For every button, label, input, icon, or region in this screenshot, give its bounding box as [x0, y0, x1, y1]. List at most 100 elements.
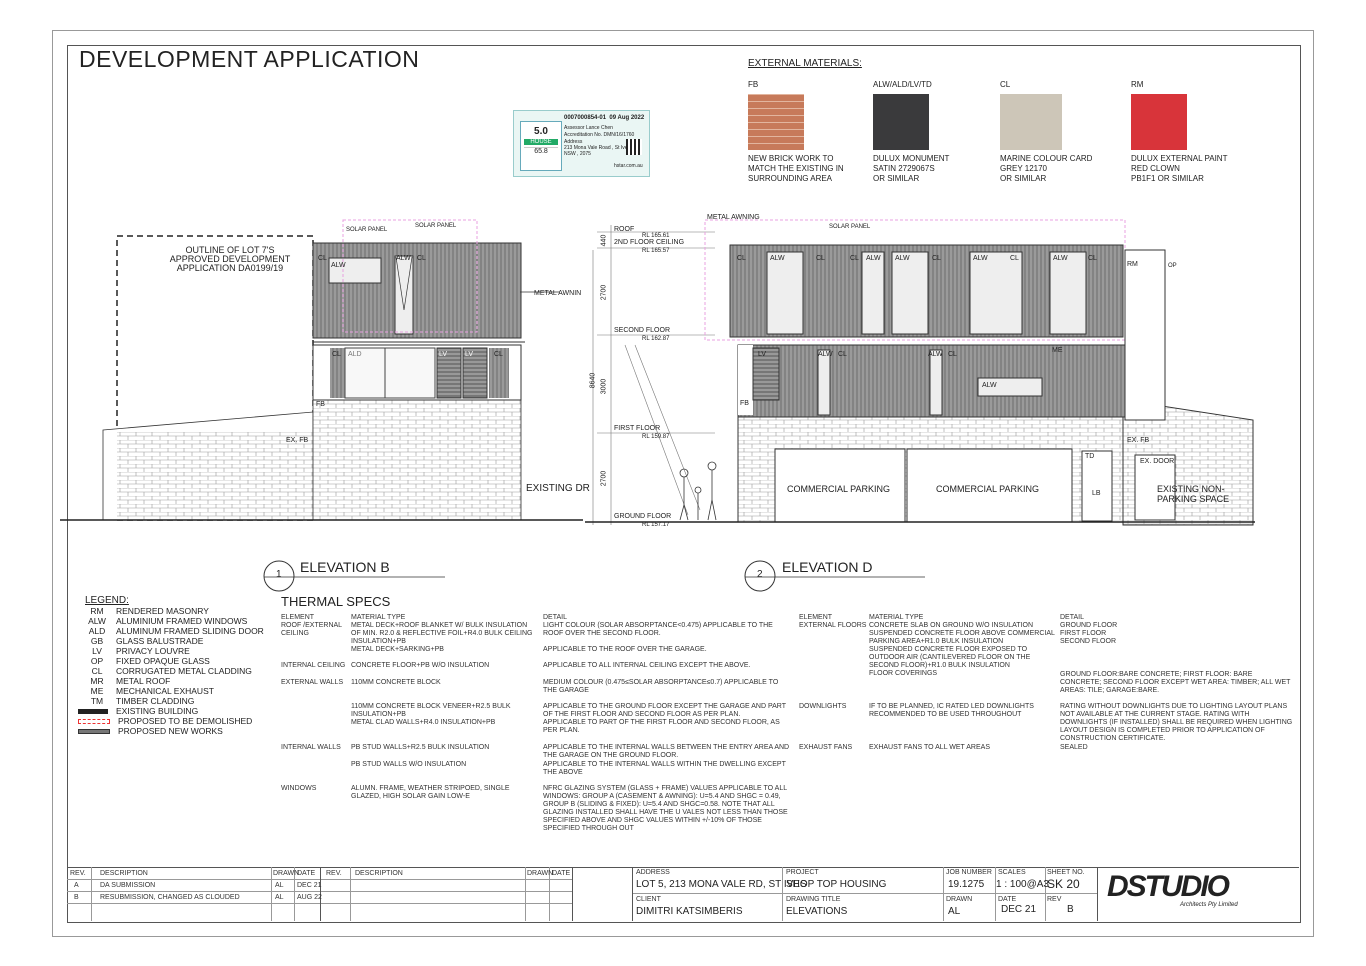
thermal-element: WINDOWS [281, 785, 317, 792]
thermal-detail: APPLICABLE TO THE ROOF OVER THE GARAGE. [543, 646, 707, 653]
thermal-detail: NFRC GLAZING SYSTEM (GLASS + FRAME) VALU… [543, 785, 788, 832]
solar-panel-label: SOLAR PANEL [346, 227, 388, 233]
thermal-material: EXHAUST FANS TO ALL WET AREAS [869, 744, 990, 751]
rm-label: RM [1127, 261, 1138, 268]
rev-b-drawn: AL [275, 894, 284, 901]
alw-label: ALW [770, 255, 785, 262]
metal-awning-label: METAL AWNING [707, 214, 760, 221]
thermal-detail: SEALED [1060, 744, 1088, 751]
legend-heading: LEGEND: [85, 595, 129, 606]
nathers-badge: 5.0 HOUSE 65.8 0007000854-01 09 Aug 2022… [513, 110, 650, 177]
alw-label: ALW [866, 255, 881, 262]
rev-header: REV. [326, 870, 342, 877]
rev-b-date: AUG 22 [297, 894, 322, 901]
thermal-material: CONCRETE FLOOR+PB W/O INSULATION [351, 662, 490, 669]
level-second: SECOND FLOOR [614, 327, 671, 334]
thermal-detail: APPLICABLE TO PART OF THE FIRST FLOOR AN… [543, 719, 780, 734]
alw-label: ALW [928, 351, 943, 358]
legend-symbol: EXISTING BUILDING [78, 706, 198, 716]
cl-label: CL [1010, 255, 1019, 262]
cl-label: CL [332, 351, 341, 358]
commercial-parking-label: COMMERCIAL PARKING [787, 484, 891, 494]
cl-label: CL [318, 255, 327, 262]
existing-parking-label: EXISTING NON-PARKING SPACE [1157, 484, 1230, 504]
thermal-detail: LIGHT COLOUR (SOLAR ABSORPTANCE<0.475) A… [543, 622, 773, 637]
badge-site: hstar.com.au [614, 163, 643, 169]
exfb-label: EX. FB [1127, 437, 1150, 444]
solar-panel-label: SOLAR PANEL [415, 223, 457, 229]
rev-header: REV. [70, 870, 86, 877]
col-detail: DETAIL [1060, 614, 1084, 621]
level-ground: GROUND FLOOR [614, 513, 672, 520]
drawn-value: AL [948, 906, 961, 917]
thermal-detail: GROUND FLOOR:BARE CONCRETE; FIRST FLOOR:… [1060, 671, 1291, 694]
drawn-header: DRAWN [273, 870, 300, 877]
dim-2700: 2700 [600, 470, 608, 487]
thermal-material: 110MM CONCRETE BLOCK [351, 679, 441, 686]
date-value: DEC 21 [1001, 904, 1037, 915]
rl-ground: RL 157.17 [642, 522, 670, 528]
thermal-detail: MEDIUM COLOUR (0.475≤SOLAR ABSORPTANCE≤0… [543, 679, 779, 694]
level-markers [592, 225, 715, 525]
alw-label: ALW [396, 255, 411, 262]
project-label: PROJECT [786, 869, 819, 876]
rl-ceiling: RL 165.57 [642, 248, 670, 254]
metal-awning-label: METAL AWNIN [534, 290, 582, 297]
elevation-d-circle [744, 560, 776, 592]
me-label: ME [1052, 347, 1063, 354]
cl-label: CL [417, 255, 426, 262]
people-silhouettes [679, 461, 717, 521]
rev-a-date: DEC 21 [297, 882, 322, 889]
rev-a-desc: DA SUBMISSION [100, 882, 156, 889]
cl-label: CL [932, 255, 941, 262]
thermal-material: 110MM CONCRETE BLOCK VENEER+R2.5 BULK IN… [351, 703, 511, 718]
solar-panel-label: SOLAR PANEL [829, 224, 871, 230]
dim-8640: 8640 [589, 372, 597, 389]
op-label: OP [1168, 263, 1177, 269]
level-ceiling: 2ND FLOOR CEILING [614, 239, 685, 246]
cl-label: CL [494, 351, 503, 358]
thermal-heading: THERMAL SPECS [281, 594, 391, 609]
thermal-element: EXTERNAL WALLS [281, 679, 344, 686]
thermal-material: CONCRETE SLAB ON GROUND W/O INSULATION S… [869, 622, 1055, 677]
thermal-element: DOWNLIGHTS [799, 703, 847, 710]
alw-label: ALW [1053, 255, 1068, 262]
thermal-detail: APPLICABLE TO THE INTERNAL WALLS BETWEEN… [543, 744, 790, 759]
lb-label: LB [1092, 490, 1101, 497]
cl-label: CL [1088, 255, 1097, 262]
grey-swatch [1000, 94, 1062, 150]
desc-header: DESCRIPTION [355, 870, 403, 877]
lv-label: LV [439, 351, 448, 358]
thermal-detail: APPLICABLE TO THE INTERNAL WALLS WITHIN … [543, 761, 786, 776]
address-label: ADDRESS [636, 869, 670, 876]
qr-code-icon [626, 139, 642, 155]
cl-label: CL [737, 255, 746, 262]
cl-label: CL [838, 351, 847, 358]
level-first: FIRST FLOOR [614, 425, 661, 432]
star-rating-value: 5.0 [534, 126, 548, 137]
thermal-material: METAL CLAD WALLS+R4.0 INSULATION+PB [351, 719, 496, 726]
logo-subtitle: Architects Pty Limited [1180, 902, 1238, 908]
elevation-d-number: 2 [757, 569, 763, 580]
thermal-material: METAL DECK+ROOF BLANKET W/ BULK INSULATI… [351, 622, 533, 645]
exfb-label: EX. FB [286, 437, 309, 444]
thermal-material: PB STUD WALLS+R2.5 BULK INSULATION [351, 744, 490, 751]
rev-b-desc: RESUBMISSION, CHANGED AS CLOUDED [100, 894, 240, 901]
elevation-d-title: ELEVATION D [782, 559, 873, 575]
rev-value: B [1067, 904, 1074, 915]
elevation-d-drawing [585, 219, 1255, 526]
thermal-element: ROOF /EXTERNAL CEILING [281, 622, 342, 637]
drawing-sheet [52, 30, 1314, 937]
col-element: ELEMENT [799, 614, 833, 621]
lv-label: LV [758, 351, 767, 358]
job-label: JOB NUMBER [946, 869, 992, 876]
badge-address-label: Address [564, 139, 583, 145]
